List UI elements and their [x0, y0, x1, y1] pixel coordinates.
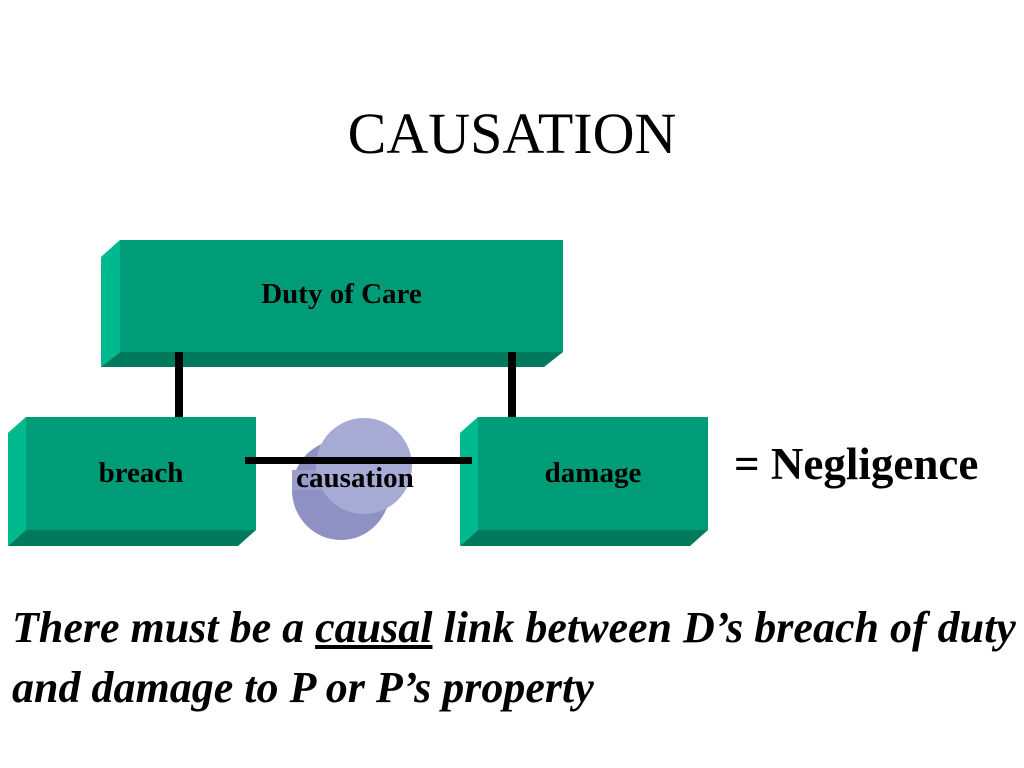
causal-link-statement: There must be a causal link between D’s … [12, 598, 1016, 718]
connector-duty-breach [175, 352, 183, 420]
damage-box [460, 417, 708, 546]
negligence-result: = Negligence [734, 439, 979, 489]
breach-box-left-bevel [8, 417, 26, 546]
duty-of-care-label: Duty of Care [261, 278, 422, 310]
cylinder-top [316, 418, 412, 514]
duty-box-bottom-bevel [101, 352, 563, 367]
breach-label: breach [98, 457, 184, 489]
duty-box-face [120, 240, 563, 352]
causation-cylinder [292, 418, 412, 540]
statement-part-2: link between D’s breach of duty and dama… [12, 603, 1016, 712]
causal-link-line [245, 457, 472, 464]
duty-box-left-bevel [101, 240, 120, 367]
statement-part-1: There must be a [12, 603, 316, 652]
damage-box-bottom-bevel [460, 530, 708, 546]
statement-emphasis: causal [315, 603, 433, 652]
slide-title: CAUSATION [347, 101, 677, 166]
breach-box [8, 417, 256, 546]
duty-of-care-box [101, 240, 563, 367]
causation-label: causation [296, 462, 414, 494]
damage-box-left-bevel [460, 417, 478, 546]
connector-duty-damage [508, 352, 516, 420]
breach-box-face [26, 417, 256, 530]
breach-box-bottom-bevel [8, 530, 256, 546]
damage-label: damage [544, 457, 642, 489]
damage-box-face [478, 417, 708, 530]
